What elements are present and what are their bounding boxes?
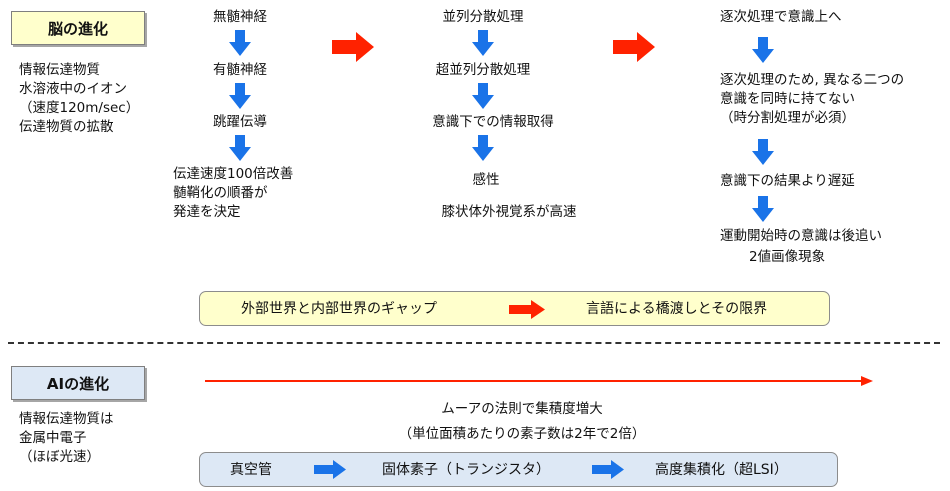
col2-step3: 意識下での情報取得	[432, 114, 554, 130]
col2-step5: 膝状体外視覚系が高速	[441, 204, 577, 220]
col2-step1: 並列分散処理	[442, 9, 524, 25]
col1-step2: 有髄神経	[213, 62, 267, 78]
brain-evolution-title: 脳の進化	[11, 11, 145, 45]
col3-step5: 2値画像現象	[749, 249, 826, 265]
down-arrow-icon	[229, 135, 251, 161]
progress-arrow	[205, 376, 873, 386]
down-arrow-icon	[472, 83, 494, 109]
brain-transmitter-note: 情報伝達物質 水溶液中のイオン （速度120m/sec） 伝達物質の拡散	[19, 62, 140, 135]
moore-law-text: ムーアの法則で集積度増大	[441, 401, 603, 417]
col3-step1: 逐次処理で意識上へ	[720, 9, 842, 25]
moore-law-detail: （単位面積あたりの素子数は2年で2倍）	[398, 426, 646, 442]
down-arrow-icon	[229, 83, 251, 109]
right-arrow-icon	[613, 32, 655, 62]
gap-bar-left-text: 外部世界と内部世界のギャップ	[241, 301, 437, 317]
right-arrow-icon	[509, 300, 545, 319]
col1-step1: 無髄神経	[213, 9, 267, 25]
col2-step4: 感性	[472, 172, 500, 188]
ai-evolution-title: AIの進化	[11, 366, 145, 400]
down-arrow-icon	[752, 139, 774, 165]
right-arrow-icon	[314, 460, 346, 479]
ai-bar-item3: 高度集積化（超LSI）	[655, 462, 788, 478]
col2-step2: 超並列分散処理	[435, 62, 531, 78]
down-arrow-icon	[472, 135, 494, 161]
col3-step4: 運動開始時の意識は後追い	[720, 228, 882, 244]
gap-bar-right-text: 言語による橋渡しとその限界	[586, 301, 768, 317]
ai-bar-item1: 真空管	[230, 462, 272, 478]
gap-bar: 外部世界と内部世界のギャップ 言語による橋渡しとその限界	[199, 291, 830, 326]
ai-bar-item2: 固体素子（トランジスタ）	[382, 462, 550, 478]
down-arrow-icon	[472, 30, 494, 56]
col1-step3: 跳躍伝導	[213, 114, 267, 130]
col1-step4: 伝達速度100倍改善 髄鞘化の順番が 発達を決定	[173, 166, 294, 220]
ai-transmitter-note: 情報伝達物質は 金属中電子 （ほぼ光速）	[19, 411, 114, 465]
section-divider	[8, 342, 940, 344]
col3-step3: 意識下の結果より遅延	[720, 173, 855, 189]
down-arrow-icon	[229, 30, 251, 56]
right-arrow-icon	[332, 32, 374, 62]
down-arrow-icon	[752, 196, 774, 222]
col3-step2: 逐次処理のため, 異なる二つの 意識を同時に持てない （時分割処理が必須）	[720, 72, 905, 126]
down-arrow-icon	[752, 37, 774, 63]
ai-device-bar: 真空管 固体素子（トランジスタ） 高度集積化（超LSI）	[199, 452, 838, 487]
right-arrow-icon	[592, 460, 624, 479]
